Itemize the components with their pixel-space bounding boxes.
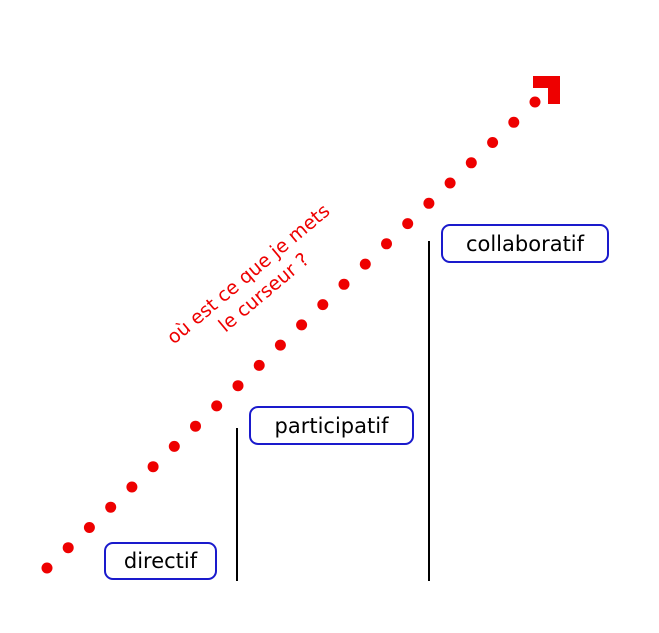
- arrow-dot: [338, 278, 350, 290]
- arrow-dot: [381, 238, 392, 250]
- arrow-dot: [274, 339, 286, 351]
- level-label-collaboratif: collaboratif: [466, 232, 585, 256]
- arrow-dot: [62, 542, 74, 554]
- arrow-dot: [190, 420, 201, 432]
- arrow-dot: [253, 359, 265, 371]
- question-line-1: où est ce que je mets: [163, 200, 334, 349]
- arrow-dot: [402, 218, 414, 230]
- level-label-participatif: participatif: [275, 414, 390, 438]
- level-label-directif: directif: [124, 549, 198, 573]
- arrow-dot: [232, 380, 244, 392]
- arrow-dot: [41, 562, 53, 574]
- level-box-participatif: participatif: [249, 406, 414, 445]
- arrow-dot: [487, 137, 499, 148]
- arrow-dot: [168, 440, 180, 452]
- arrow-head-icon: [533, 76, 560, 104]
- level-box-directif: directif: [104, 542, 217, 580]
- arrow-dot: [465, 157, 477, 169]
- arrow-dot: [423, 197, 435, 209]
- arrow-dot: [317, 299, 329, 311]
- arrow-dot: [529, 96, 541, 108]
- level-box-collaboratif: collaboratif: [441, 224, 609, 263]
- dotted-arrow: [41, 96, 541, 574]
- arrow-dot: [508, 116, 520, 128]
- arrow-dot: [444, 177, 456, 189]
- arrow-dot: [211, 400, 223, 412]
- arrow-dot: [296, 319, 308, 331]
- arrow-dot: [83, 522, 95, 533]
- arrow-dot: [359, 258, 371, 270]
- question-text: où est ce que je mets le curseur ?: [163, 200, 334, 349]
- arrow-dot: [147, 461, 159, 473]
- arrow-dot: [126, 481, 138, 493]
- arrow-dot: [105, 501, 117, 513]
